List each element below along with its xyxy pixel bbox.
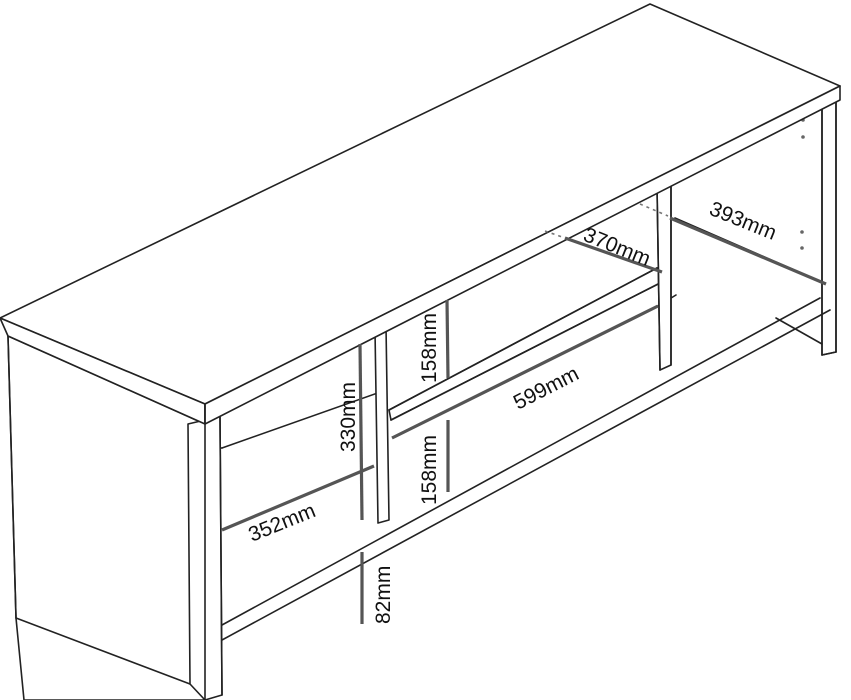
label-370mm: 370mm (580, 223, 654, 271)
right-panel-holes (800, 118, 805, 250)
front-leg (187, 415, 223, 700)
label-599mm: 599mm (510, 362, 583, 414)
top-board (0, 3, 841, 425)
label-330mm: 330mm (337, 382, 360, 452)
dim-line-370 (564, 236, 663, 274)
dim-line-158-upper (445, 299, 450, 379)
label-158mm-lower: 158mm (418, 435, 441, 505)
dim-line-393 (669, 216, 827, 286)
dimension-lines (221, 203, 827, 624)
label-82mm: 82mm (372, 566, 395, 624)
dim-line-599 (391, 304, 659, 440)
dim-line-352 (221, 464, 375, 532)
right-divider (656, 179, 672, 371)
dim-dash-393 (639, 203, 669, 217)
dim-line-330 (358, 343, 364, 521)
label-158mm-upper: 158mm (418, 313, 441, 383)
right-side-panel (821, 99, 837, 356)
left-divider (374, 325, 390, 524)
